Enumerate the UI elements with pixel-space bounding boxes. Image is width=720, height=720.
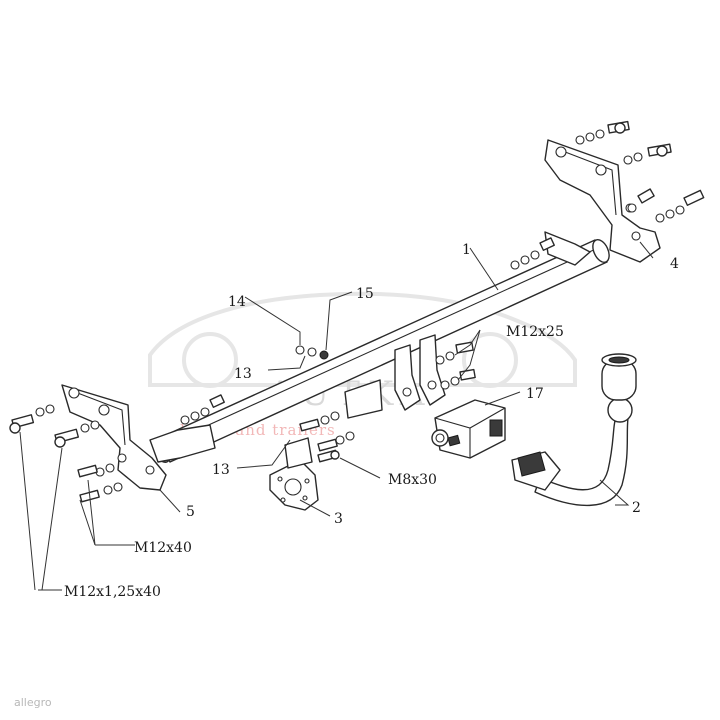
label-part-1: 1 — [462, 242, 471, 258]
bolt-set-r5 — [510, 237, 555, 270]
watermark-wheel-rear — [462, 332, 518, 388]
label-part-17: 17 — [526, 386, 544, 402]
left-bracket — [61, 384, 216, 491]
watermark-car-outline — [148, 291, 577, 387]
label-part-2: 2 — [632, 500, 641, 516]
part-14-washer — [295, 345, 305, 355]
leader-lines — [19, 241, 654, 591]
label-part-5: 5 — [186, 504, 195, 520]
socket-plate — [269, 437, 340, 511]
label-bolt-m12x25: M12x25 — [506, 324, 564, 340]
bolt-set-r4 — [655, 189, 705, 223]
bolt-set-l1 — [9, 404, 55, 434]
left-bolt-sets — [9, 394, 225, 503]
part-15-nut — [319, 350, 329, 360]
right-bolt-sets — [510, 120, 705, 270]
label-part-14: 14 — [228, 294, 246, 310]
bolt-set-l4 — [79, 482, 123, 503]
callout-labels: 1 2 3 4 5 13 13 14 15 17 M12x25 M8x30 M1… — [64, 242, 679, 600]
bolt-set-l3 — [77, 463, 115, 478]
bolt-set-l2 — [54, 420, 100, 448]
spacer-plate — [344, 379, 383, 419]
tow-ball — [511, 353, 637, 507]
label-part-3: 3 — [334, 511, 343, 527]
watermark-wheel-front — [182, 332, 238, 388]
label-bolt-m8x30: M8x30 — [388, 472, 437, 488]
label-part-13-lower: 13 — [212, 462, 230, 478]
label-part-15: 15 — [356, 286, 374, 302]
bolt-set-l5 — [180, 394, 225, 425]
crossbar-tube — [153, 239, 610, 463]
bolt-set-r3 — [627, 188, 655, 213]
bolt-set-r2 — [623, 143, 672, 165]
site-watermark: allegro — [14, 696, 52, 709]
center-fixings — [295, 345, 383, 452]
label-part-13-upper: 13 — [234, 366, 252, 382]
label-part-4: 4 — [670, 256, 679, 272]
socket-brackets — [394, 334, 476, 411]
electrical-module — [431, 399, 506, 459]
label-bolt-m12x40: M12x40 — [134, 540, 192, 556]
label-bolt-m12x125x40: M12x1,25x40 — [64, 584, 161, 600]
bolt-set-r1 — [575, 120, 630, 145]
